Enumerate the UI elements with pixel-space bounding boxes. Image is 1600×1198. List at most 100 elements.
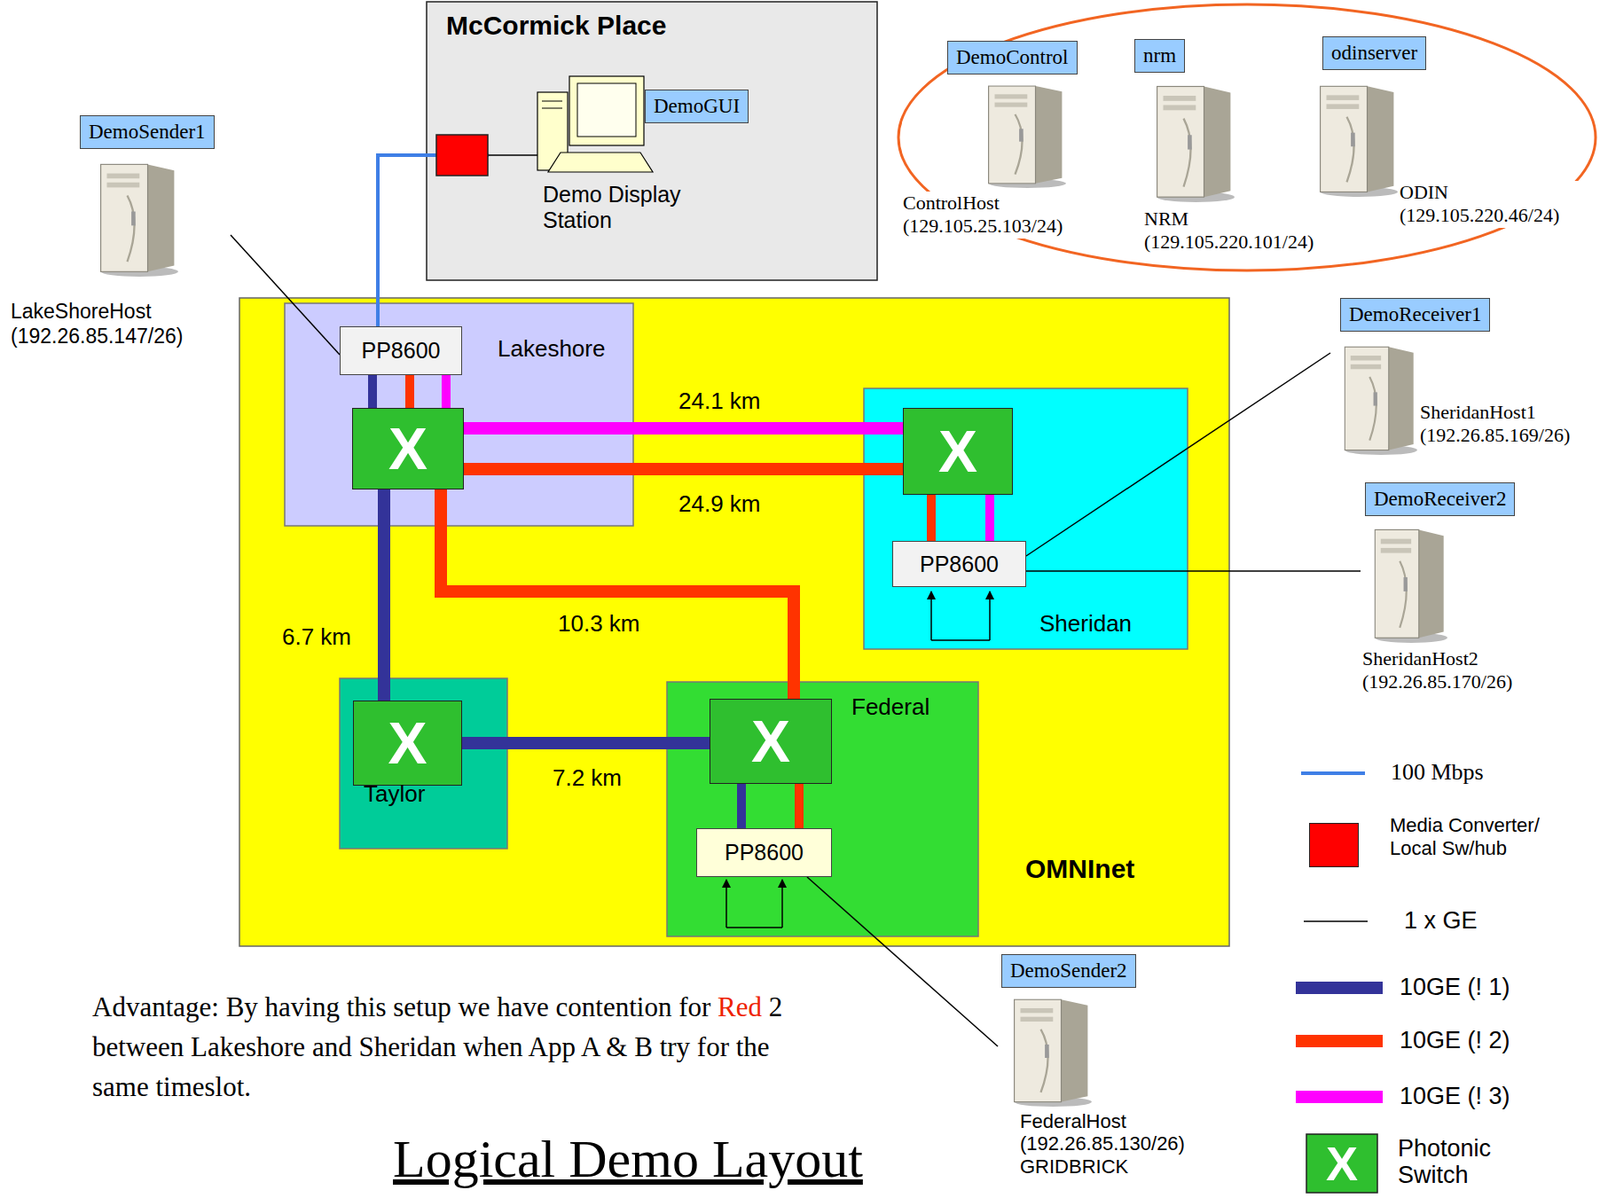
node-label: X: [938, 422, 978, 481]
host-caption: NRM (129.105.220.101/24): [1144, 207, 1344, 255]
site-region: FederalX PP8600: [666, 682, 979, 937]
photonic-switch: X: [352, 700, 463, 786]
legend-swatch: [1295, 981, 1383, 995]
node-label: DemoSender1: [79, 115, 215, 150]
server-icon: [1157, 86, 1235, 203]
server-host: DemoReceiver1SheridanHost1 (192.26.85.16…: [1330, 296, 1597, 458]
server-host: DemoReceiver2SheridanHost2 (192.26.85.17…: [1360, 480, 1574, 703]
media-converter: [436, 134, 488, 176]
link-line: [807, 877, 998, 1047]
note-text: Advantage: By having this setup we have …: [92, 987, 802, 1107]
legend-line-sample: [1303, 920, 1368, 923]
link-line: [441, 375, 451, 408]
region-fill: [339, 678, 508, 849]
diagram-title: Logical Demo Layout: [392, 1129, 863, 1189]
node-label: OMNInet: [1025, 854, 1135, 885]
legend-switch-sample: [1306, 1134, 1378, 1193]
legend-swatch: [1295, 1035, 1383, 1048]
computer-icon: [537, 76, 653, 173]
server-host: nrmNRM (129.105.220.101/24): [1131, 37, 1342, 264]
photonic-switch: X: [709, 698, 832, 785]
router-box: PP8600: [339, 326, 463, 376]
host-caption: LakeShoreHost (192.26.85.147/26): [10, 299, 220, 349]
legend-text: Media Converter/ Local Sw/hub: [1389, 814, 1568, 862]
host-caption: Demo Display Station: [542, 181, 712, 234]
server-host: DemoSender2FederalHost (192.26.85.130/26…: [997, 952, 1189, 1194]
node-label: odinserver: [1322, 36, 1427, 71]
server-icon: [101, 164, 179, 277]
link-line: [462, 737, 710, 750]
region-fill: [863, 388, 1188, 650]
photonic-switch: X: [352, 407, 464, 490]
host-caption: SheridanHost1 (192.26.85.169/26): [1419, 400, 1594, 448]
link-line: [368, 375, 377, 408]
link-line: [377, 489, 391, 701]
loopback-arrows: [726, 591, 990, 928]
host-caption: ControlHost (129.105.25.103/24): [902, 191, 1103, 239]
region-fill: [239, 298, 1230, 947]
node-label: PP8600: [361, 337, 441, 364]
site-region: Sheridan X PP8600: [863, 388, 1188, 650]
link-line: [405, 375, 415, 408]
link-line: [1026, 352, 1331, 557]
server-icon: [1374, 529, 1448, 644]
legend-symbol-text: X: [1306, 1134, 1378, 1193]
legend-line-sample: [1301, 771, 1365, 776]
server-icon: [1014, 999, 1092, 1107]
host-caption: FederalHost (192.26.85.130/26) GRIDBRICK: [1019, 1110, 1193, 1178]
server-icon: [1344, 346, 1418, 455]
node-label: DemoGUI: [644, 89, 749, 124]
node-label: Lakeshore: [497, 335, 605, 363]
server-host: DemoControlControlHost (129.105.25.103/2…: [901, 39, 1107, 244]
node-label: DemoControl: [947, 40, 1078, 75]
node-label: Sheridan: [1039, 610, 1132, 638]
node-label: DemoSender2: [1001, 954, 1137, 989]
router-box: PP8600: [892, 541, 1027, 588]
distance-label: 24.1 km: [676, 387, 763, 416]
region-fill: [426, 1, 878, 281]
node-label: X: [388, 419, 428, 479]
legend-text: 100 Mbps: [1390, 758, 1484, 786]
legend-text: Photonic Switch: [1397, 1136, 1522, 1189]
server-host: odinserverODIN (129.105.220.46/24): [1314, 34, 1594, 248]
link-line: [463, 422, 903, 435]
site-region: Taylor X: [339, 678, 508, 849]
legend-swatch: [1295, 1090, 1383, 1104]
venue-box: McCormick PlaceDemoGUI Demo Display Stati…: [426, 1, 878, 281]
router-box: PP8600: [696, 828, 832, 878]
photonic-switch: X: [902, 407, 1013, 495]
link-line: [440, 489, 794, 699]
link-line: [985, 494, 995, 542]
distance-label: 6.7 km: [280, 623, 353, 651]
node-label: DemoReceiver2: [1364, 482, 1515, 517]
region-fill: [666, 682, 979, 937]
server-icon: [1320, 86, 1398, 197]
distance-label: 10.3 km: [556, 610, 643, 638]
server-host: DemoSender1LakeShoreHost (192.26.85.147/…: [7, 113, 231, 355]
distance-label: 7.2 km: [550, 764, 624, 793]
node-label: nrm: [1134, 39, 1185, 73]
node-label: PP8600: [919, 551, 999, 578]
link-line: [377, 155, 515, 327]
note-text: Advantage: By having this setup we have …: [92, 991, 711, 1023]
link-line: [926, 494, 936, 542]
link-line: [794, 784, 804, 829]
node-label: X: [751, 712, 791, 771]
region-fill: [284, 303, 634, 526]
site-region: Lakeshore PP8600X: [284, 303, 634, 526]
host-caption: ODIN (129.105.220.46/24): [1399, 180, 1591, 228]
link-line: [737, 784, 746, 829]
legend-text: 10GE (! 2): [1399, 1026, 1511, 1055]
link-line: [463, 462, 903, 476]
legend-text: 10GE (! 3): [1399, 1082, 1511, 1111]
node-label: Federal: [851, 693, 930, 722]
link-line: [230, 235, 340, 355]
node-label: X: [387, 713, 427, 773]
node-label: Taylor: [363, 780, 425, 808]
node-label: PP8600: [724, 839, 804, 866]
note-text: Red: [717, 991, 762, 1023]
node-label: McCormick Place: [446, 10, 667, 41]
node-label: DemoReceiver1: [1340, 298, 1491, 332]
